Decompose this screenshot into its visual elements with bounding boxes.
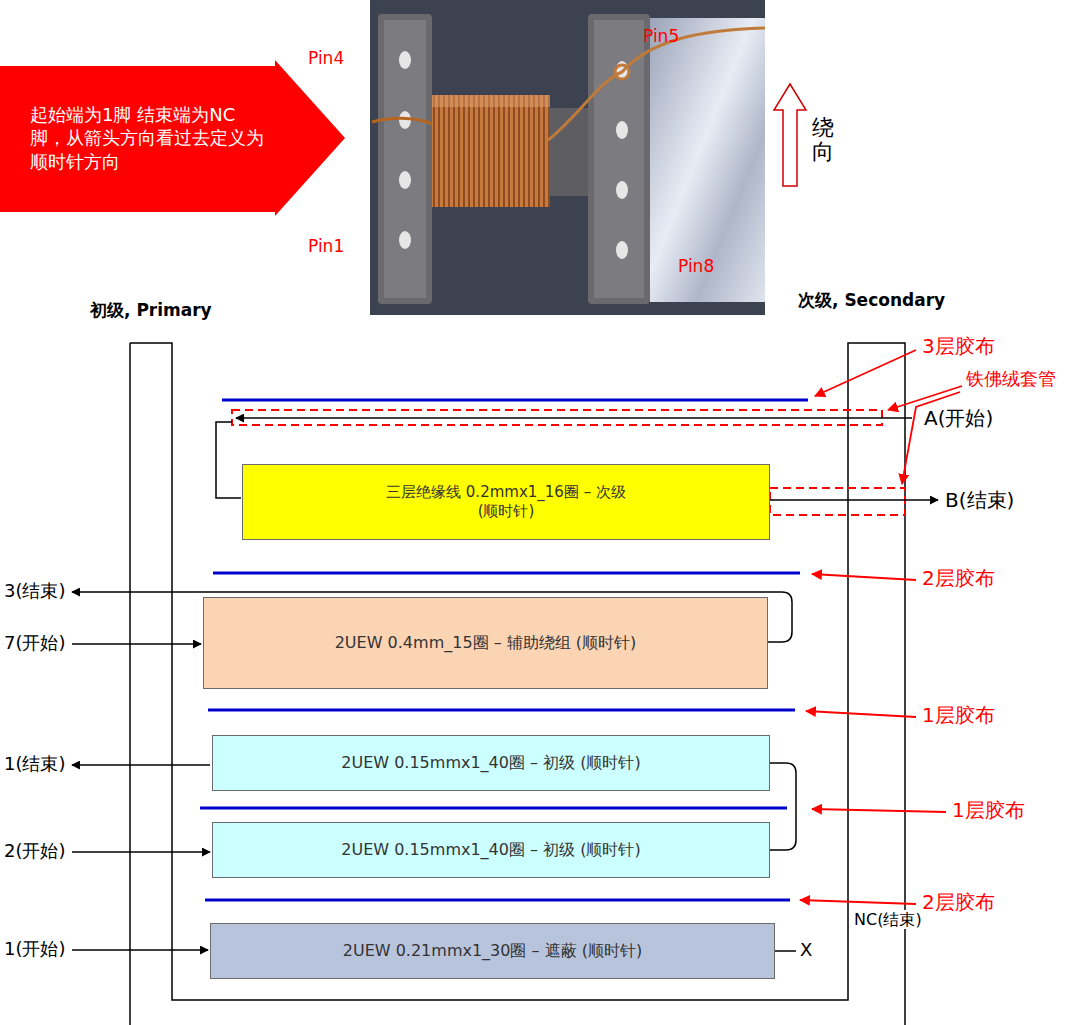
tape-callout: 1层胶布 — [952, 798, 1025, 822]
pin-label: 1(结束) — [4, 753, 66, 775]
direction-label: 绕向 — [812, 116, 834, 164]
callout-arrow-fill — [0, 60, 345, 216]
text-holder: 三层绝缘线 0.2mmx1_16圈 – 次级 (顺时针) — [383, 483, 629, 522]
pin-label: 3(结束) — [4, 580, 66, 602]
winding-text: 2UEW 0.15mmx1_40圈 – 初级 (顺时针) — [341, 840, 640, 861]
direction-arrow — [774, 84, 806, 186]
winding-text: 起始端为1脚 结束端为NC脚，从箭头方向看过去定义为顺时针方向 — [30, 103, 267, 173]
winding-bracket — [770, 763, 796, 850]
wire-lead — [72, 418, 938, 951]
pin-label: NC(结束) — [852, 910, 924, 929]
primary-winding: 2UEW 0.15mmx1_40圈 – 初级 (顺时针) — [212, 735, 770, 791]
tape-layer — [200, 400, 808, 900]
bobbin-section — [130, 343, 905, 1025]
sleeve-callout: 铁佛绒套管 — [966, 368, 1056, 390]
winding-text: 2UEW 0.15mmx1_40圈 – 初级 (顺时针) — [341, 753, 640, 774]
winding-text: 三层绝缘线 0.2mmx1_16圈 – 次级 (顺时针) — [383, 483, 629, 522]
pin-label: Pin4 — [308, 48, 344, 68]
text-holder: 起始端为1脚 结束端为NC脚，从箭头方向看过去定义为顺时针方向 — [30, 103, 267, 173]
tape-callout: 2层胶布 — [922, 566, 995, 590]
section-heading: 初级, Primary — [90, 300, 212, 320]
pin-label: Pin5 — [643, 26, 679, 46]
tape-callout: 3层胶布 — [922, 334, 995, 358]
text-holder: 2UEW 0.4mm_15圈 – 辅助绕组 (顺时针) — [335, 633, 637, 654]
bobbin-photo — [370, 0, 765, 315]
winding-text: 2UEW 0.4mm_15圈 – 辅助绕组 (顺时针) — [335, 633, 637, 654]
winding-text: 2UEW 0.21mmx1_30圈 – 遮蔽 (顺时针) — [343, 941, 642, 962]
callout-leader — [800, 350, 962, 904]
pin-label: A(开始) — [924, 406, 993, 430]
auxiliary-winding: 2UEW 0.4mm_15圈 – 辅助绕组 (顺时针) — [203, 597, 768, 689]
text-holder: 2UEW 0.21mmx1_30圈 – 遮蔽 (顺时针) — [343, 941, 642, 962]
no-connect-mark: X — [800, 939, 812, 961]
pin-label: 7(开始) — [4, 632, 66, 654]
section-heading: 次级, Secondary — [798, 290, 945, 310]
tape-callout: 1层胶布 — [922, 703, 995, 727]
pin-label: B(结束) — [945, 488, 1014, 512]
secondary-winding: 三层绝缘线 0.2mmx1_16圈 – 次级 (顺时针) — [242, 464, 770, 540]
pin-label: 2(开始) — [4, 840, 66, 862]
pin-label: Pin1 — [308, 236, 344, 256]
pin-label: Pin8 — [678, 256, 714, 276]
text-holder: 2UEW 0.15mmx1_40圈 – 初级 (顺时针) — [341, 840, 640, 861]
tape-callout: 2层胶布 — [922, 890, 995, 914]
shield-winding: 2UEW 0.21mmx1_30圈 – 遮蔽 (顺时针) — [210, 923, 775, 979]
pin-label: 1(开始) — [4, 938, 66, 960]
primary-winding: 2UEW 0.15mmx1_40圈 – 初级 (顺时针) — [212, 822, 770, 878]
text-holder: 2UEW 0.15mmx1_40圈 – 初级 (顺时针) — [341, 753, 640, 774]
callout-arrow: 起始端为1脚 结束端为NC脚，从箭头方向看过去定义为顺时针方向 — [0, 60, 345, 216]
